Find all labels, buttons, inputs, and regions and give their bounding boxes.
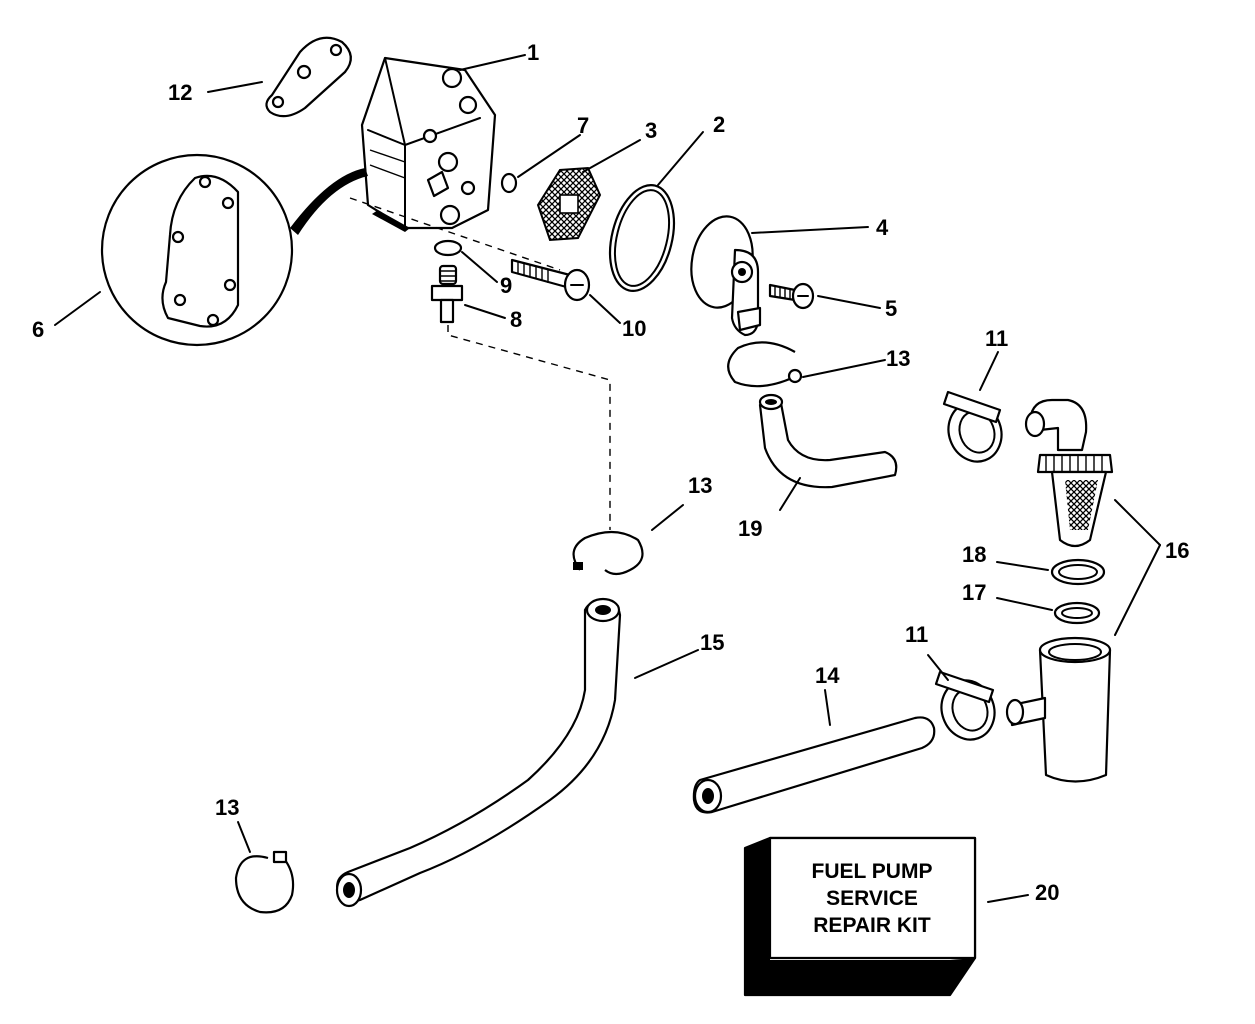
callout-14: 14 xyxy=(815,663,840,688)
part-13-clip-upper xyxy=(727,341,803,388)
part-3-filter-screen xyxy=(536,166,602,242)
callout-12: 12 xyxy=(168,80,192,105)
part-19-short-hose xyxy=(758,393,898,489)
callout-15: 15 xyxy=(700,630,724,655)
part-9-washer xyxy=(433,239,463,257)
callout-3: 3 xyxy=(645,118,657,143)
callout-13-lower: 13 xyxy=(215,795,239,820)
callout-19: 19 xyxy=(738,516,762,541)
part-4-pump-cover xyxy=(690,215,762,337)
part-20-repair-kit-box: FUEL PUMP SERVICE REPAIR KIT xyxy=(743,836,977,997)
callout-20: 20 xyxy=(1035,880,1059,905)
assembly-line-lower xyxy=(447,325,611,530)
part-8-fitting xyxy=(430,264,464,324)
part-7-o-ring xyxy=(500,172,518,194)
callout-2: 2 xyxy=(713,112,725,137)
callout-10: 10 xyxy=(622,316,646,341)
callout-8: 8 xyxy=(510,307,522,332)
callout-5: 5 xyxy=(885,296,897,321)
kit-box-line-2: SERVICE xyxy=(826,887,918,910)
leader-lines xyxy=(54,54,1161,903)
part-12-gasket-plate xyxy=(265,36,352,118)
part-11-clamp-upper xyxy=(942,390,1003,463)
part-1-fuel-pump-body xyxy=(360,56,497,232)
callout-6: 6 xyxy=(32,317,44,342)
callout-4: 4 xyxy=(876,215,889,240)
assembly-line-upper xyxy=(349,197,561,271)
callout-13-middle: 13 xyxy=(688,473,712,498)
callout-9: 9 xyxy=(500,273,512,298)
callout-16: 16 xyxy=(1165,538,1189,563)
part-13-clip-lower xyxy=(234,850,295,914)
kit-box-line-1: FUEL PUMP xyxy=(812,860,933,883)
part-15-long-hose xyxy=(335,597,622,908)
kit-box-line-3: REPAIR KIT xyxy=(813,914,931,937)
callout-17: 17 xyxy=(962,580,986,605)
callout-11-lower: 11 xyxy=(905,622,928,647)
part-5-cover-screw xyxy=(768,282,815,310)
callout-7: 7 xyxy=(577,113,589,138)
part-11-clamp-lower xyxy=(934,670,996,741)
callout-18: 18 xyxy=(962,542,986,567)
part-16-filter-assembly xyxy=(1005,398,1114,783)
callout-11-upper: 11 xyxy=(985,326,1008,351)
part-6-diaphragm-gasket-detail xyxy=(100,153,368,347)
callout-labels: 1 2 3 7 4 5 12 6 9 8 10 13 11 13 19 16 1… xyxy=(32,40,1189,905)
callout-1: 1 xyxy=(527,40,539,65)
callout-13-upper: 13 xyxy=(886,346,910,371)
part-14-hose xyxy=(692,716,936,814)
part-13-clip-middle xyxy=(572,530,644,576)
part-2-large-o-ring xyxy=(608,184,676,292)
part-10-long-screw xyxy=(510,258,591,302)
